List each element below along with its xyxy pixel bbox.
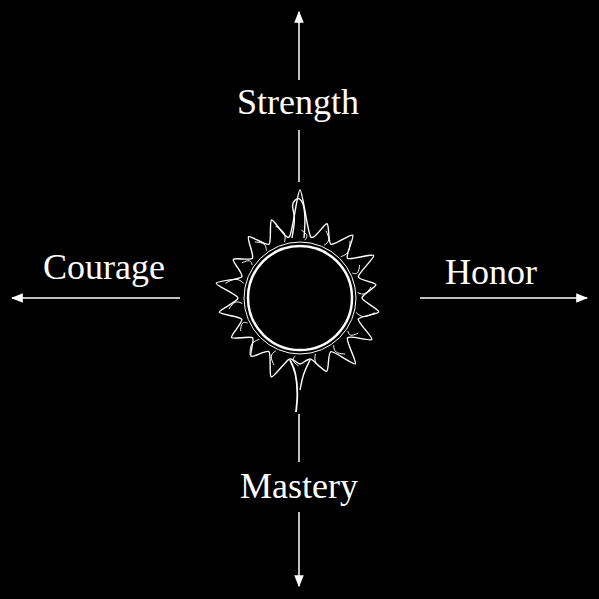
- flame-drip: [300, 360, 310, 390]
- flame-stroke: [242, 261, 252, 265]
- axis-line: [298, 414, 300, 462]
- direction-label: Mastery: [237, 467, 361, 507]
- flame-tongue: [292, 199, 305, 238]
- flame-stroke: [255, 242, 267, 251]
- flame-stroke: [315, 354, 325, 370]
- flame-stroke: [348, 331, 358, 335]
- flame-stroke: [250, 339, 259, 355]
- flame-stroke: [240, 322, 247, 330]
- arrow-up: [298, 12, 300, 80]
- direction-label: Strength: [234, 83, 362, 123]
- direction-label: Honor: [442, 253, 540, 293]
- sun-disc: [248, 246, 352, 350]
- flame-stroke: [275, 226, 285, 242]
- flame-drip: [290, 360, 297, 412]
- arrow-right: [420, 297, 587, 299]
- flame-stroke: [352, 265, 359, 273]
- direction-label: Courage: [40, 248, 168, 288]
- axis-line: [298, 130, 300, 182]
- arrow-left: [12, 297, 180, 299]
- flame-stroke: [324, 231, 329, 245]
- sun-flames: [216, 190, 379, 412]
- flame-stroke: [271, 351, 276, 365]
- flame-stroke: [229, 302, 242, 309]
- flame-stroke: [341, 241, 350, 257]
- flame-stroke: [225, 279, 243, 283]
- flame-stroke: [356, 313, 374, 317]
- arrow-down: [298, 512, 300, 586]
- flame-outline: [216, 190, 379, 377]
- flame-stroke: [334, 345, 346, 354]
- flame-stroke: [293, 356, 299, 366]
- sun-ring: [244, 242, 356, 354]
- flame-stroke: [358, 287, 371, 294]
